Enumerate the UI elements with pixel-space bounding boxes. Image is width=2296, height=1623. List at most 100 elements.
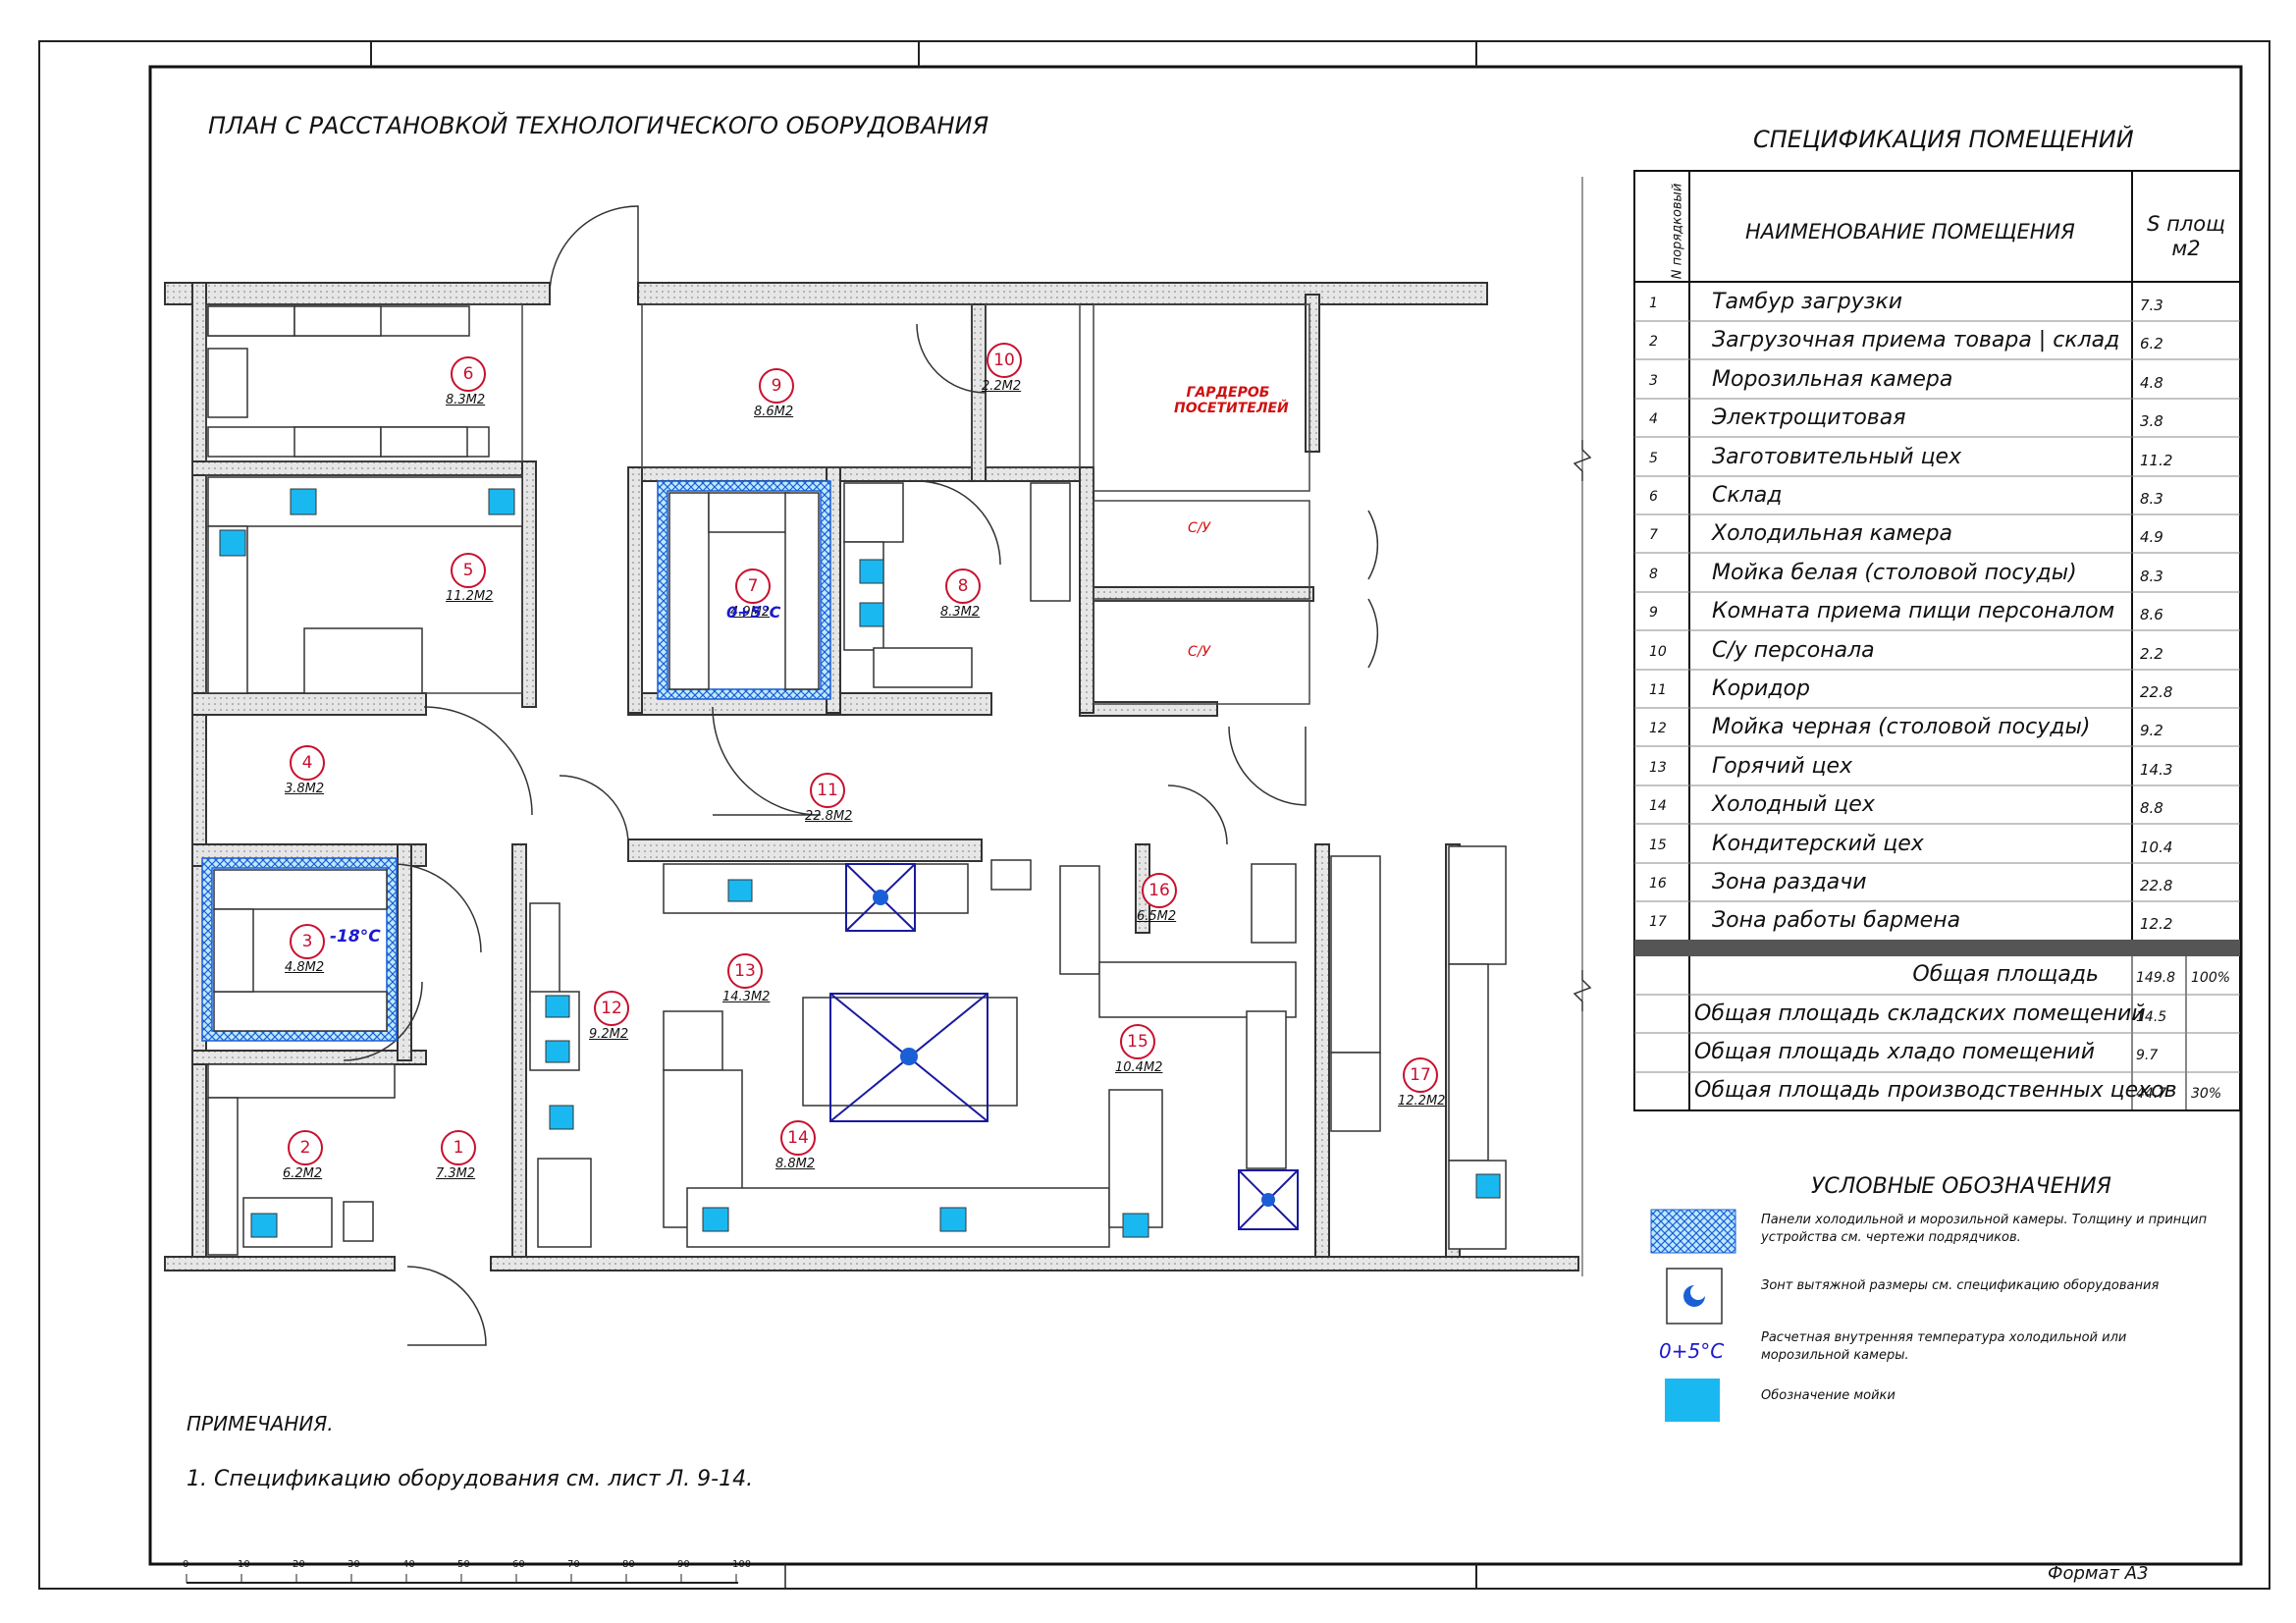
wc2-label: С/У bbox=[1188, 644, 1211, 660]
spec-row-name: Морозильная камера bbox=[1712, 366, 1953, 392]
spec-row-area: 2.2 bbox=[2140, 644, 2163, 663]
legend-sink-text: Обозначение мойки bbox=[1761, 1388, 1896, 1403]
spec-row-number: 1 bbox=[1649, 296, 1658, 311]
room-number-marker: 14 bbox=[780, 1120, 816, 1156]
scale-tick-label: 90 bbox=[677, 1559, 690, 1570]
spec-row-number: 12 bbox=[1649, 721, 1667, 737]
room-number-marker: 6 bbox=[451, 356, 486, 392]
legend-temp-desc: Расчетная внутренняя температура холодил… bbox=[1761, 1330, 2127, 1363]
spec-row-number: 16 bbox=[1649, 876, 1667, 892]
room-number-marker: 11 bbox=[810, 773, 845, 808]
room-number-marker: 12 bbox=[594, 991, 629, 1026]
spec-total-value: 9.7 bbox=[2136, 1048, 2159, 1063]
spec-row-area: 11.2 bbox=[2140, 451, 2173, 469]
spec-header-area-text: S площ м2 bbox=[2147, 212, 2225, 261]
scale-tick-label: 20 bbox=[293, 1559, 305, 1570]
spec-header-num: N порядковый bbox=[1670, 183, 1685, 280]
spec-row-name: Мойка черная (столовой посуды) bbox=[1712, 715, 2091, 740]
room-area-label: 8.3М2 bbox=[940, 605, 981, 620]
room-number-marker: 10 bbox=[987, 343, 1022, 378]
room-number-marker: 9 bbox=[759, 368, 794, 404]
spec-row-area: 22.8 bbox=[2140, 877, 2173, 894]
room-area-label: 8.3М2 bbox=[446, 393, 486, 407]
spec-row-area: 14.3 bbox=[2140, 760, 2173, 779]
spec-total-percent: 100% bbox=[2191, 970, 2231, 986]
spec-row-number: 8 bbox=[1649, 566, 1658, 582]
spec-row-name: Заготовительный цех bbox=[1712, 444, 1962, 469]
format-label: Формат А3 bbox=[2048, 1563, 2149, 1584]
scale-tick-label: 100 bbox=[732, 1559, 752, 1570]
spec-row-name: Кондитерский цех bbox=[1712, 831, 1924, 856]
room-number-marker: 4 bbox=[290, 745, 325, 781]
spec-row-area: 7.3 bbox=[2140, 297, 2163, 314]
spec-row-name: Мойка белая (столовой посуды) bbox=[1712, 560, 2077, 585]
room-area-label: 4.9М2 bbox=[730, 605, 771, 620]
room-area-label: 10.4М2 bbox=[1115, 1060, 1163, 1075]
spec-row-area: 4.9 bbox=[2140, 528, 2163, 547]
scale-tick-label: 0 bbox=[183, 1559, 189, 1570]
spec-row-name: Коридор bbox=[1712, 676, 1810, 701]
wc1-label: С/У bbox=[1188, 520, 1211, 536]
spec-row-area: 8.6 bbox=[2140, 606, 2163, 624]
room-area-label: 7.3М2 bbox=[436, 1166, 476, 1181]
spec-total-label: Общая площадь складских помещений bbox=[1694, 1001, 2146, 1026]
scale-tick-label: 60 bbox=[512, 1559, 525, 1570]
scale-tick-label: 10 bbox=[238, 1559, 250, 1570]
room-area-label: 22.8М2 bbox=[805, 809, 853, 824]
spec-row-name: Холодный цех bbox=[1712, 792, 1875, 818]
wardrobe-text: ГАРДЕРОБ ПОСЕТИТЕЛЕЙ bbox=[1174, 385, 1289, 416]
spec-row-number: 11 bbox=[1649, 682, 1667, 698]
spec-row-area: 12.2 bbox=[2140, 915, 2173, 934]
scale-tick-label: 70 bbox=[567, 1559, 580, 1570]
room-area-label: 6.5М2 bbox=[1137, 909, 1177, 924]
spec-row-number: 14 bbox=[1649, 798, 1667, 815]
spec-title: СПЕЦИФИКАЦИЯ ПОМЕЩЕНИЙ bbox=[1753, 126, 2134, 153]
spec-row-name: Зона раздачи bbox=[1712, 870, 1867, 894]
legend-temp-symbol: 0+5°С bbox=[1659, 1339, 1725, 1363]
spec-row-number: 15 bbox=[1649, 837, 1667, 853]
spec-row-name: Склад bbox=[1712, 483, 1783, 508]
legend-panels-text: Панели холодильной и морозильной камеры.… bbox=[1761, 1212, 2213, 1246]
room-number-marker: 16 bbox=[1142, 873, 1177, 908]
room-number-marker: 3 bbox=[290, 924, 325, 959]
spec-total-label: Общая площадь bbox=[1912, 962, 2099, 987]
legend-temp-text: Расчетная внутренняя температура холодил… bbox=[1761, 1329, 2183, 1364]
spec-row-number: 13 bbox=[1649, 759, 1667, 776]
spec-total-value: 14.5 bbox=[2136, 1009, 2167, 1025]
room-number-marker: 8 bbox=[945, 568, 981, 604]
legend-panels-desc: Панели холодильной и морозильной камеры.… bbox=[1761, 1213, 2208, 1245]
temp-freezer-label: -18°С bbox=[330, 927, 381, 947]
spec-header-name: НАИМЕНОВАНИЕ ПОМЕЩЕНИЯ bbox=[1745, 220, 2075, 243]
plan-title: ПЛАН С РАССТАНОВКОЙ ТЕХНОЛОГИЧЕСКОГО ОБО… bbox=[208, 112, 989, 139]
room-number-marker: 1 bbox=[441, 1130, 476, 1165]
room-number-marker: 15 bbox=[1120, 1024, 1155, 1059]
spec-row-number: 9 bbox=[1649, 605, 1658, 622]
spec-row-area: 10.4 bbox=[2140, 838, 2173, 856]
temp-cooler-label: 0+5°С bbox=[726, 603, 781, 622]
spec-row-number: 10 bbox=[1649, 643, 1667, 660]
spec-row-area: 8.3 bbox=[2140, 490, 2163, 508]
spec-row-number: 5 bbox=[1649, 450, 1658, 466]
room-number-marker: 2 bbox=[288, 1130, 323, 1165]
scale-tick-label: 40 bbox=[402, 1559, 415, 1570]
spec-total-label: Общая площадь производственных цехов bbox=[1694, 1078, 2177, 1103]
notes-item-1: 1. Спецификацию оборудования см. лист Л.… bbox=[187, 1467, 754, 1491]
spec-row-number: 17 bbox=[1649, 914, 1667, 931]
room-area-label: 12.2М2 bbox=[1398, 1094, 1446, 1109]
spec-row-number: 4 bbox=[1649, 411, 1658, 428]
legend-hood-text: Зонт вытяжной размеры см. спецификацию о… bbox=[1761, 1278, 2160, 1293]
spec-row-number: 7 bbox=[1649, 527, 1658, 544]
room-area-label: 2.2М2 bbox=[982, 379, 1022, 394]
spec-row-number: 3 bbox=[1649, 372, 1658, 389]
spec-row-name: Горячий цех bbox=[1712, 753, 1853, 779]
room-area-label: 3.8М2 bbox=[285, 782, 325, 796]
scale-tick-label: 50 bbox=[457, 1559, 470, 1570]
spec-total-value: 149.8 bbox=[2136, 970, 2176, 986]
room-area-label: 4.8М2 bbox=[285, 960, 325, 975]
room-area-label: 14.3М2 bbox=[722, 990, 771, 1004]
spec-row-number: 2 bbox=[1649, 334, 1658, 351]
spec-row-area: 4.8 bbox=[2140, 373, 2163, 392]
legend-title: УСЛОВНЫЕ ОБОЗНАЧЕНИЯ bbox=[1811, 1174, 2111, 1199]
spec-row-area: 9.2 bbox=[2140, 722, 2163, 740]
